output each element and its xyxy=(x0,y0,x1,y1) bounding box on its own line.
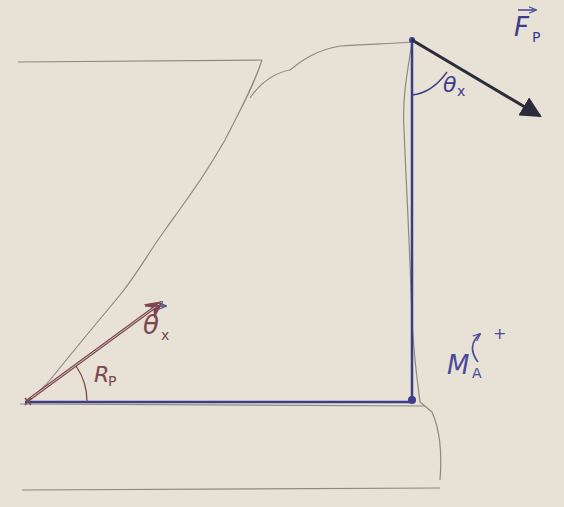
moment-subscript: A xyxy=(472,366,482,380)
angle-subscript: x xyxy=(457,84,465,98)
sign-label: + xyxy=(493,326,506,342)
pivot-point xyxy=(408,396,416,404)
reaction-arrow-inner xyxy=(27,302,162,401)
angle-arc xyxy=(412,72,447,95)
reaction-label: θ xyxy=(143,312,159,338)
terrain-outline xyxy=(18,42,441,490)
angle-label: R xyxy=(94,364,109,386)
member-lines xyxy=(25,40,412,402)
force-subscript: P xyxy=(532,30,540,44)
vector-mark xyxy=(145,305,166,307)
angle-arc xyxy=(76,366,87,402)
force-label: F xyxy=(514,14,529,40)
angle-label: θ xyxy=(443,74,456,96)
reaction-arrow xyxy=(27,302,162,401)
origin-cross xyxy=(25,398,31,405)
vector-mark xyxy=(518,9,536,11)
force-arrow xyxy=(412,40,540,116)
reaction-subscript: x xyxy=(161,328,169,342)
moment-arrow xyxy=(472,334,480,362)
angle-subscript: P xyxy=(108,374,116,388)
moment-label: M xyxy=(447,352,469,378)
